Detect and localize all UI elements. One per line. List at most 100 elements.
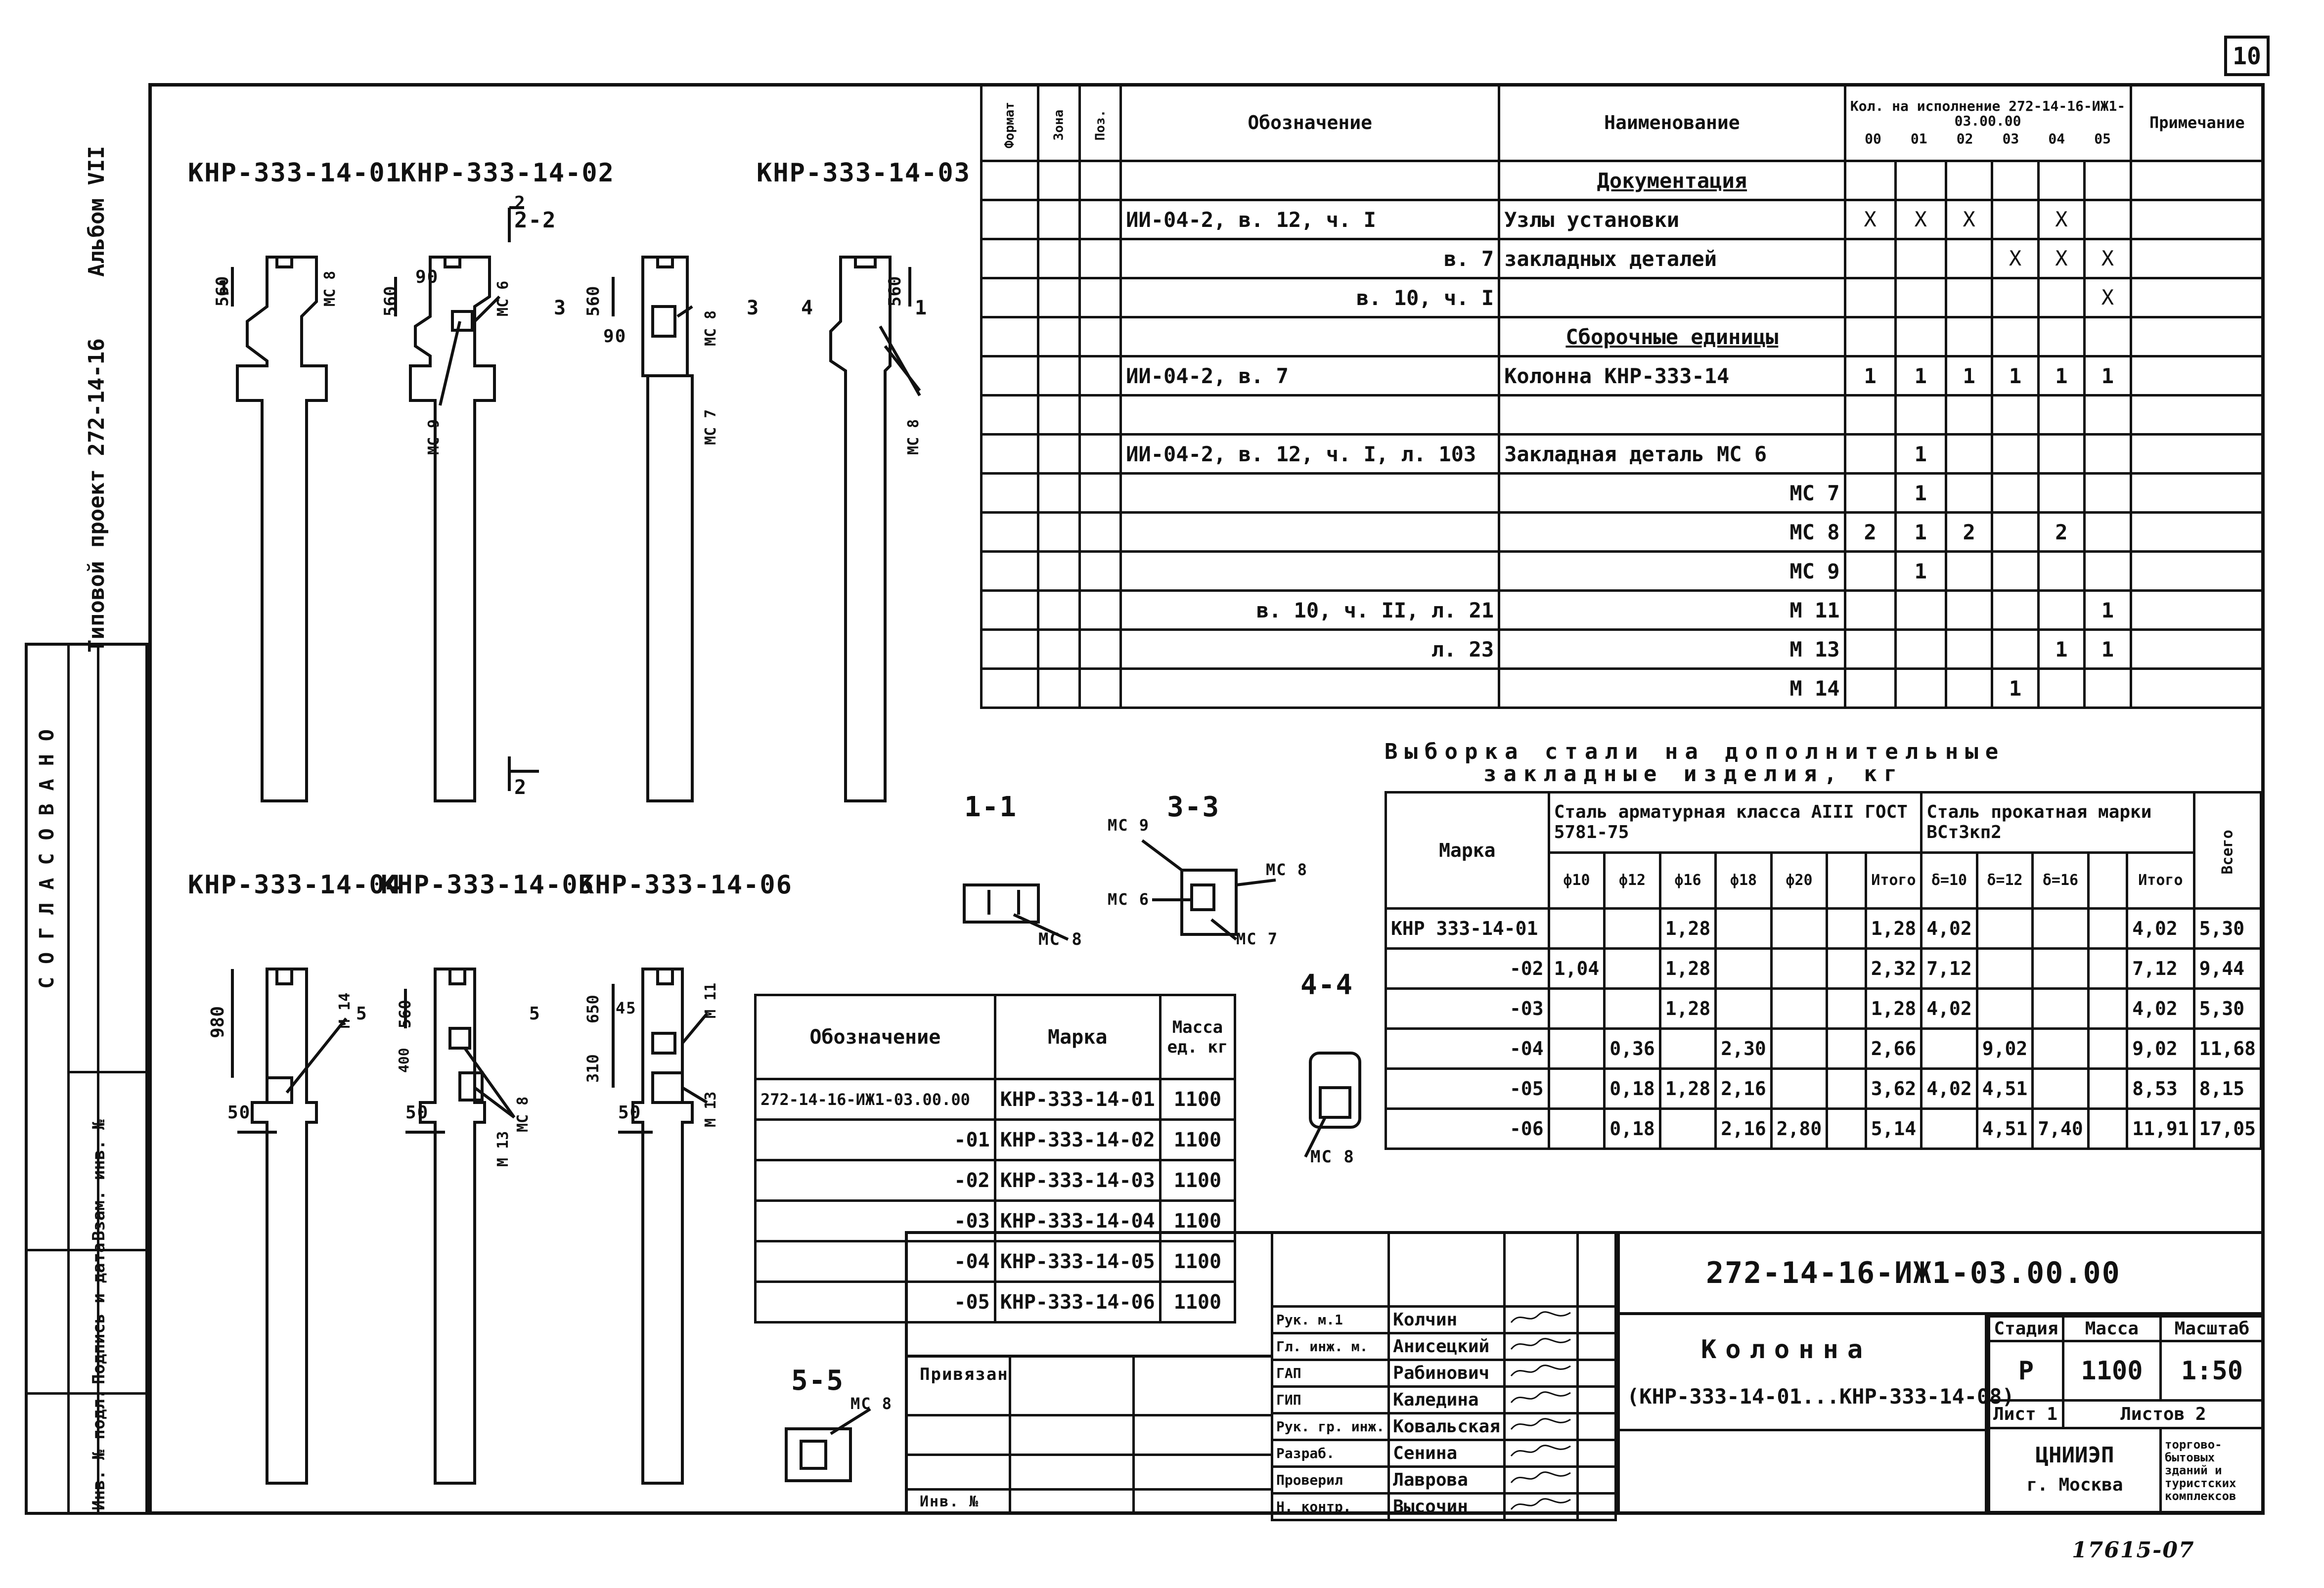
- spec-name: [1498, 277, 1846, 318]
- steel-value: [1826, 1027, 1867, 1070]
- spec-name: Узлы установки: [1498, 199, 1846, 240]
- dim-5-b: 5: [529, 1004, 541, 1024]
- dim-560-c: 560: [583, 286, 603, 316]
- people-role: ГАП: [1270, 1359, 1390, 1388]
- steel-value: 7,12: [2126, 947, 2195, 990]
- spec-qty: [2037, 277, 2086, 318]
- section-2-2-label: 2-2: [514, 208, 557, 233]
- steel-value: [1826, 907, 1867, 950]
- spec-qty: [1944, 277, 1994, 318]
- spec-qty: [1944, 316, 1994, 357]
- title-cell: [1617, 1315, 1988, 1515]
- steel-subheader: Итого: [2126, 851, 2195, 910]
- steel-value: 1,28: [1658, 947, 1717, 990]
- steel-subheader: δ=10: [1920, 851, 1978, 910]
- spec-qty: [1894, 667, 1947, 709]
- spec-name: [1498, 394, 1846, 436]
- spec-designation: [1119, 550, 1501, 592]
- spec-name: МС 8: [1498, 511, 1846, 553]
- sheets-label: Листов 2: [2061, 1399, 2265, 1429]
- steel-total: 5,30: [2192, 987, 2263, 1030]
- stage-value: Р: [1988, 1340, 2064, 1402]
- mass-row: -04 КНР-333-14-05 1100: [754, 1240, 1237, 1283]
- mass-value: 1100: [1159, 1159, 1237, 1202]
- steel-subheader: δ=12: [1975, 851, 2034, 910]
- steel-mark: -03: [1385, 987, 1550, 1030]
- people-role: Рук. гр. инж.: [1270, 1412, 1390, 1441]
- steel-subheader: ф12: [1603, 851, 1661, 910]
- mass-hdr-mark: Марка: [993, 994, 1162, 1080]
- steel-mark: -05: [1385, 1067, 1550, 1110]
- spec-qty: [2037, 589, 2086, 631]
- part-mc8-top3: МС 8: [905, 419, 922, 455]
- column-elevation-01: [236, 256, 328, 802]
- mass-row: -01 КНР-333-14-02 1100: [754, 1118, 1237, 1161]
- steel-value: 4,02: [2126, 987, 2195, 1030]
- steel-value: 7,40: [2031, 1107, 2090, 1150]
- spec-qty: [1843, 433, 1897, 475]
- people-row: Рук. м.1 Колчин: [1270, 1305, 1617, 1334]
- spec-qty: [2083, 394, 2132, 436]
- spec-qty: [1843, 628, 1897, 670]
- spec-qty: [1843, 160, 1897, 201]
- spec-qty: 1: [1991, 355, 2040, 397]
- spec-name: МС 7: [1498, 472, 1846, 514]
- spec-designation: [1119, 316, 1501, 357]
- steel-value: 9,02: [2126, 1027, 2195, 1070]
- mass-label: Масса: [2061, 1315, 2162, 1342]
- spec-designation: [1119, 472, 1501, 514]
- steel-value: 4,51: [1975, 1067, 2034, 1110]
- steel-value: [2031, 987, 2090, 1030]
- spec-qty: [2083, 433, 2132, 475]
- section-3-3-mc9: МС 9: [1108, 816, 1150, 835]
- steel-table: Марка Сталь арматурная класса AIII ГОСТ …: [1385, 791, 2263, 1150]
- stage-label: Стадия: [1988, 1315, 2064, 1342]
- spec-qty: [1991, 550, 2040, 592]
- mass-mark: КНР-333-14-04: [993, 1199, 1162, 1242]
- people-role: Гл. инж. м.: [1270, 1332, 1390, 1361]
- spec-designation: ИИ-04-2, в. 7: [1119, 355, 1501, 397]
- section-4-4-label: МС 8: [1310, 1147, 1355, 1167]
- mass-value: 1100: [2061, 1340, 2162, 1402]
- spec-qty: [1843, 589, 1897, 631]
- section-3-3-mc7: МС 7: [1236, 929, 1279, 948]
- steel-value: 9,02: [1975, 1027, 2034, 1070]
- specification-table: Формат Зона Поз. Обозначение Наименовани…: [980, 83, 2265, 709]
- steel-value: [1714, 907, 1773, 950]
- spec-qty: [2083, 667, 2132, 709]
- steel-value: 4,02: [1920, 907, 1978, 950]
- steel-value: 1,28: [1864, 987, 1923, 1030]
- steel-value: [1975, 987, 2034, 1030]
- variant-00: 00: [1865, 131, 1881, 147]
- mass-mark: КНР-333-14-03: [993, 1159, 1162, 1202]
- steel-value: [1770, 1067, 1829, 1110]
- mass-row: -05 КНР-333-14-06 1100: [754, 1280, 1237, 1323]
- spec-qty: 2: [2037, 511, 2086, 553]
- spec-designation: в. 7: [1119, 238, 1501, 279]
- section-5-5-title: 5-5: [791, 1365, 845, 1397]
- hdr-zone: Зона: [1036, 83, 1081, 162]
- spec-qty: [1843, 277, 1897, 318]
- spec-qty: [1991, 277, 2040, 318]
- spec-designation: [1119, 394, 1501, 436]
- spec-qty: [1991, 511, 2040, 553]
- part-mc8-top1: МС 8: [321, 270, 339, 307]
- steel-total-header: Всего: [2192, 791, 2263, 910]
- spec-qty: [2083, 199, 2132, 240]
- steel-value: 2,32: [1864, 947, 1923, 990]
- mark-bottom-05: КНР-333-14-05: [381, 870, 595, 900]
- mass-mark: КНР-333-14-01: [993, 1078, 1162, 1121]
- dim-400: 400: [396, 1048, 412, 1073]
- mass-hdr-mass: Масса ед. кг: [1159, 994, 1237, 1080]
- spec-qty: 2: [1944, 511, 1994, 553]
- column-elevation-03: [641, 256, 694, 802]
- people-row: Проверил Лаврова: [1270, 1465, 1617, 1495]
- mass-row: -02 КНР-333-14-03 1100: [754, 1159, 1237, 1202]
- spec-qty: X: [2083, 277, 2132, 318]
- spec-name: Закладная деталь МС 6: [1498, 433, 1846, 475]
- people-signature: [1503, 1412, 1579, 1441]
